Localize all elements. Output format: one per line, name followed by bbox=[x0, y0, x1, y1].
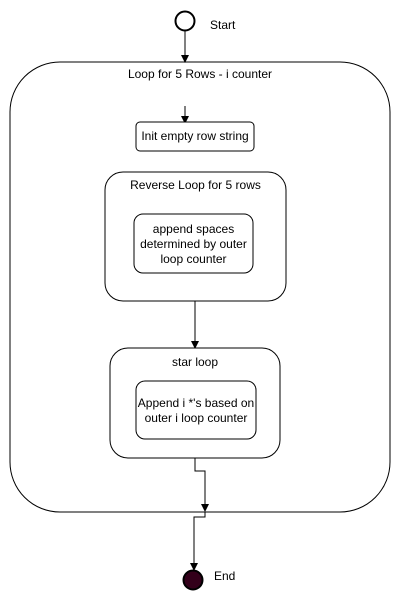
append-stars-node[interactable] bbox=[135, 380, 257, 440]
outer-loop-container[interactable] bbox=[9, 61, 391, 513]
edge-loop-to-end bbox=[190, 512, 206, 571]
init-row-node[interactable] bbox=[135, 121, 255, 152]
outer-loop-label: Loop for 5 Rows - i counter bbox=[127, 67, 273, 81]
end-node[interactable] bbox=[182, 569, 204, 591]
append-spaces-node[interactable] bbox=[133, 213, 254, 274]
end-label: End bbox=[214, 569, 236, 583]
start-node[interactable] bbox=[174, 10, 196, 32]
star-loop-label: star loop bbox=[171, 355, 219, 369]
append-spaces-label: append spaces determined by outer loop c… bbox=[140, 222, 247, 266]
init-row-label: Init empty row string bbox=[141, 129, 249, 143]
append-stars-label: Append i *'s based on outer i loop count… bbox=[137, 396, 255, 425]
reverse-loop-label: Reverse Loop for 5 rows bbox=[130, 178, 261, 192]
start-label: Start bbox=[210, 18, 236, 32]
edge-star-to-loop-end bbox=[194, 458, 209, 512]
